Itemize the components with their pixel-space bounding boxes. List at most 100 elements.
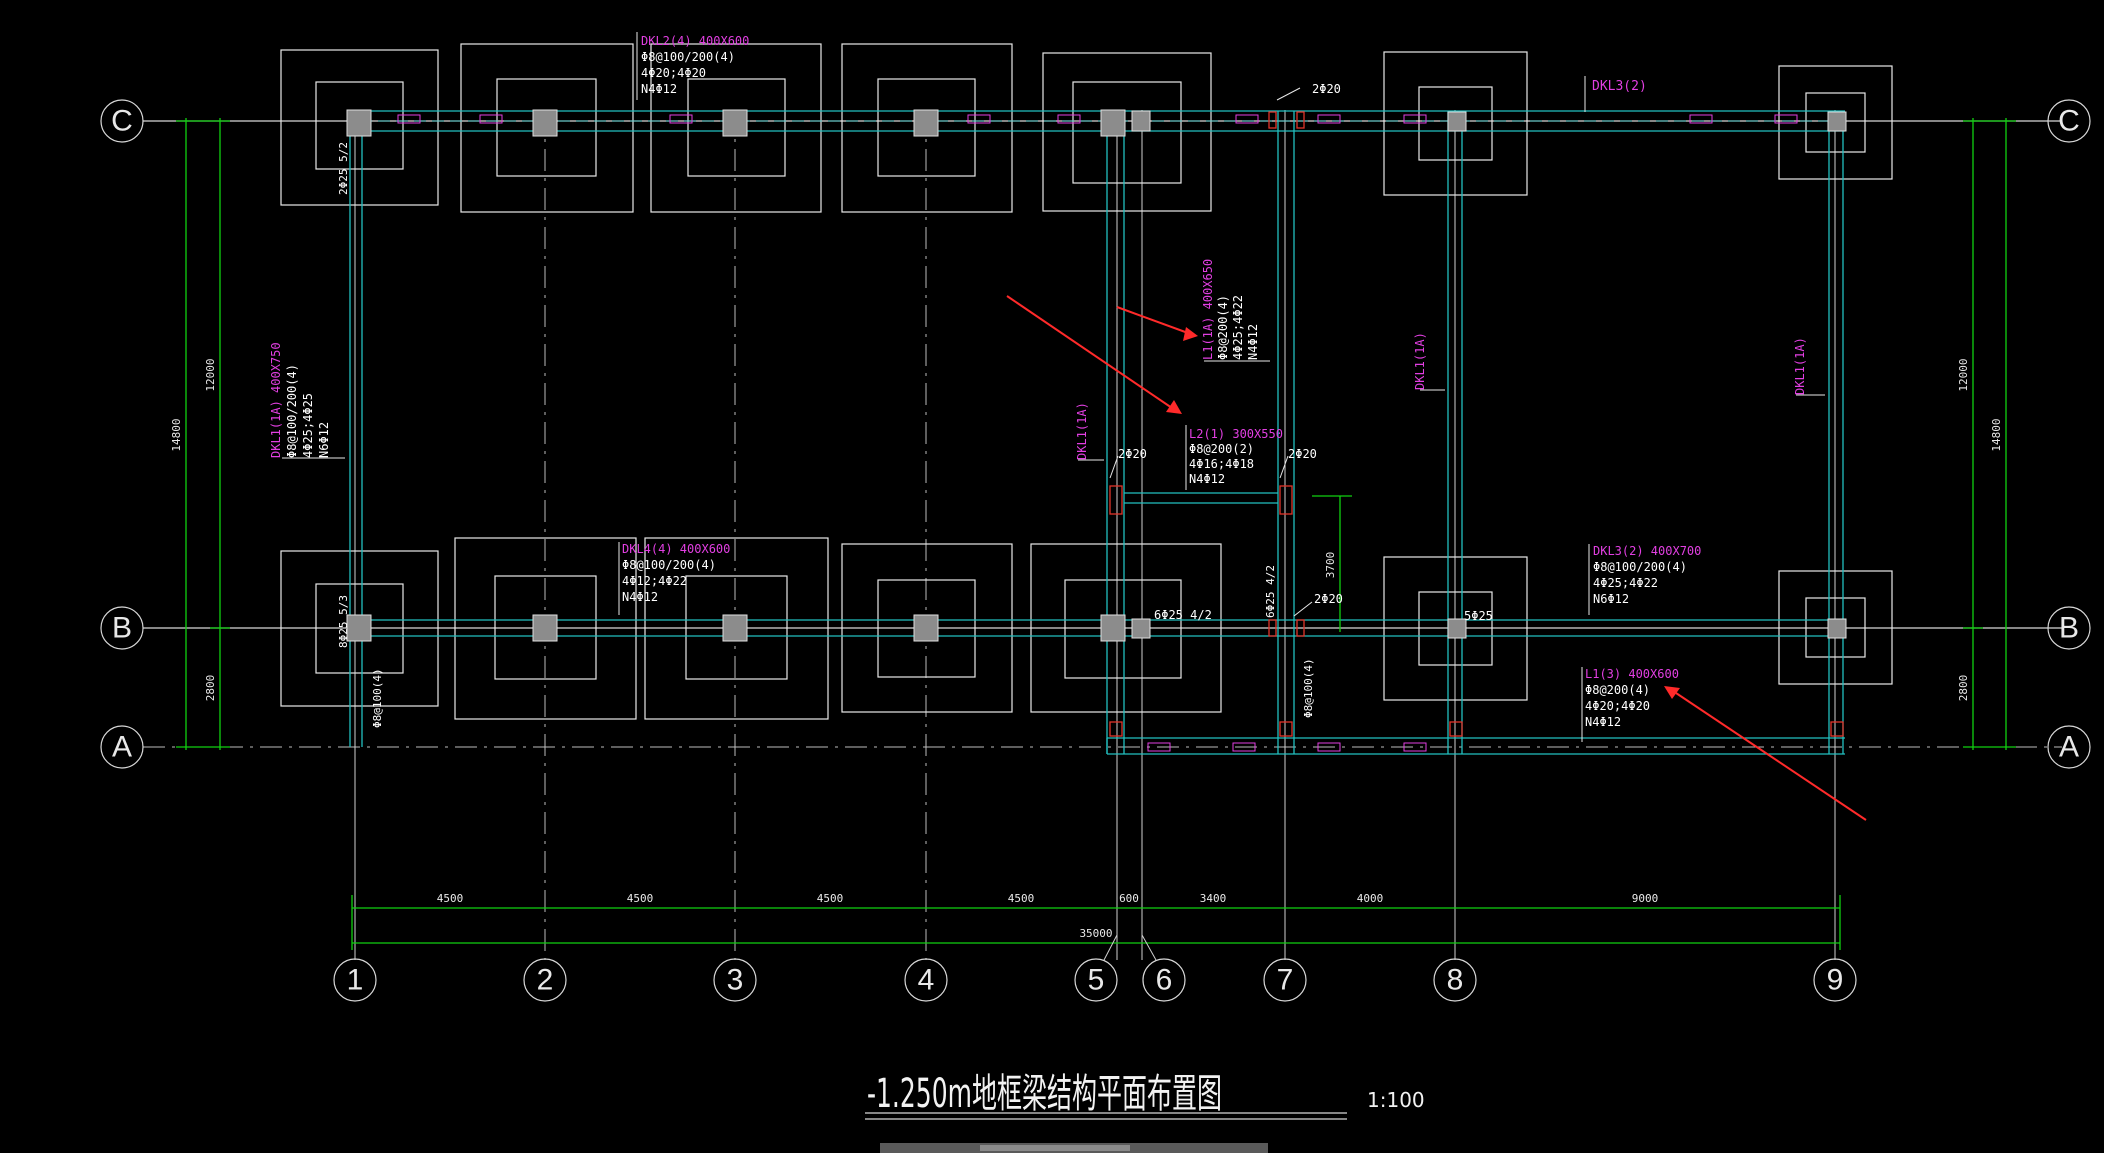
dim-bay-6: 3400 [1200,892,1227,905]
rebar-mark [397,114,421,124]
section-marker [1279,721,1293,737]
axis-label-b-right: B [2059,612,2079,645]
drawing-title: -1.250m地框梁结构平面布置图 [867,1071,1222,1117]
label-dkl3-top: DKL3(2) [1592,79,1647,94]
section-marker [1268,619,1277,637]
footing-c1-inner [315,81,404,170]
axis-leader-6 [1141,934,1157,961]
note-d: 2Φ20 [1288,447,1317,461]
footing-b8-inner [1418,591,1493,666]
axis-label-6: 6 [1156,964,1173,997]
footing-b1-inner [315,583,404,674]
section-marker [1109,485,1123,515]
axis-label-3: 3 [727,964,744,997]
note-a: 2Φ25 5/2 [337,142,350,195]
footing-b5-inner [1064,579,1182,679]
drawing-title-block: -1.250m地框梁结构平面布置图 1:100 [865,1071,1425,1120]
axis-bubble-c-left [100,99,144,143]
label-l2-l1: Φ8@200(2) [1189,442,1254,456]
dim-bay-5: 600 [1119,892,1139,905]
footing-b2 [454,537,637,720]
label-dkl4-l1: Φ8@100/200(4) [622,558,716,572]
dim-bay-2: 4500 [627,892,654,905]
dim-right-upper: 12000 [1957,358,1970,391]
label-dkl1-9: DKL1(1A) [1793,337,1807,395]
label-l2-l3: N4Φ12 [1189,472,1225,486]
column-c5 [1100,109,1126,137]
footing-c5 [1042,52,1212,212]
rebar-mark [1774,114,1798,124]
label-l1-3-l1: Φ8@200(4) [1585,683,1650,697]
label-l1-mid-l2: 4Φ25;4Φ22 [1231,295,1245,360]
note-b-leader [1276,87,1301,101]
rebar-mark [1235,114,1259,124]
column-c9 [1827,111,1847,132]
section-marker [1296,111,1305,129]
label-l1-mid-l1: Φ8@200(4) [1216,295,1230,360]
column-b8 [1447,618,1467,639]
column-b2 [532,614,558,642]
footing-b2-inner [494,575,597,680]
label-dkl3-b-name: DKL3(2) 400X700 [1593,544,1701,558]
note-h: 6Φ25 4/2 [1264,565,1277,618]
axis-bubble-8 [1433,958,1477,1002]
rebar-mark [1147,742,1171,752]
label-dkl2-name: DKL2(4) 400X600 [641,34,749,48]
beam-annotations: DKL2(4) 400X600 Φ8@100/200(4) 4Φ20;4Φ20 … [269,32,1825,742]
footing-b3-inner [685,575,788,680]
axis-label-1: 1 [347,964,364,997]
callout-arrows [1006,295,1867,821]
axis-leader-5 [1103,934,1118,961]
column-c8 [1447,111,1467,132]
section-marker [1268,111,1277,129]
arrow-l1-3-head [1664,686,1680,699]
column-b3 [722,614,748,642]
beams [349,110,1845,755]
label-dkl2-l3: N4Φ12 [641,82,677,96]
label-l1-mid-l3: N4Φ12 [1246,324,1260,360]
note-f: 8Φ25 5/3 [337,595,350,648]
note-d-leader [1279,455,1289,479]
section-marker [1109,721,1123,737]
note-j: Φ8@100(4) [371,668,384,728]
rebar-marks [397,114,1798,752]
axis-bubble-4 [904,958,948,1002]
column-c6 [1131,110,1151,132]
label-l1-3-name: L1(3) 400X600 [1585,667,1679,681]
arrow-l1-mid-head [1183,327,1198,341]
section-marker [1296,619,1305,637]
label-l2-l2: 4Φ16;4Φ18 [1189,457,1254,471]
grid-lines [143,110,2062,960]
label-l2-name: L2(1) 300X550 [1189,427,1283,441]
dim-bay-7: 4000 [1357,892,1384,905]
label-dkl1-left-l1: Φ8@100/200(4) [285,364,299,458]
footing-b4 [841,543,1013,713]
rebar-mark [1317,114,1341,124]
rebar-mark [1403,742,1427,752]
column-b4 [913,614,939,642]
footing-c4 [841,43,1013,213]
axis-label-7: 7 [1277,964,1294,997]
section-markers [1109,111,1844,737]
horizontal-scrollbar[interactable] [880,1143,1268,1153]
column-c1 [346,109,372,137]
arrow-l2-head [1166,400,1182,414]
scrollbar-thumb[interactable] [980,1145,1130,1151]
label-dkl3-b-l3: N6Φ12 [1593,592,1629,606]
column-b1 [346,614,372,642]
label-dkl1-left-l3: N6Φ12 [317,422,331,458]
axis-label-5: 5 [1088,964,1105,997]
axis-bubbles: C B A C B A 1 2 3 4 5 6 7 8 9 [100,99,2091,1002]
columns [346,109,1847,642]
axis-bubble-9 [1813,958,1857,1002]
label-dkl2-l1: Φ8@100/200(4) [641,50,735,64]
rebar-mark [1403,114,1427,124]
footing-b4-inner [877,579,976,678]
footing-c3 [650,43,822,213]
label-dkl1-left-l2: 4Φ25;4Φ25 [301,393,315,458]
dim-left-lower: 2800 [204,675,217,702]
axis-bubble-5 [1074,958,1118,1002]
footing-b5 [1030,543,1222,713]
axis-bubble-2 [523,958,567,1002]
